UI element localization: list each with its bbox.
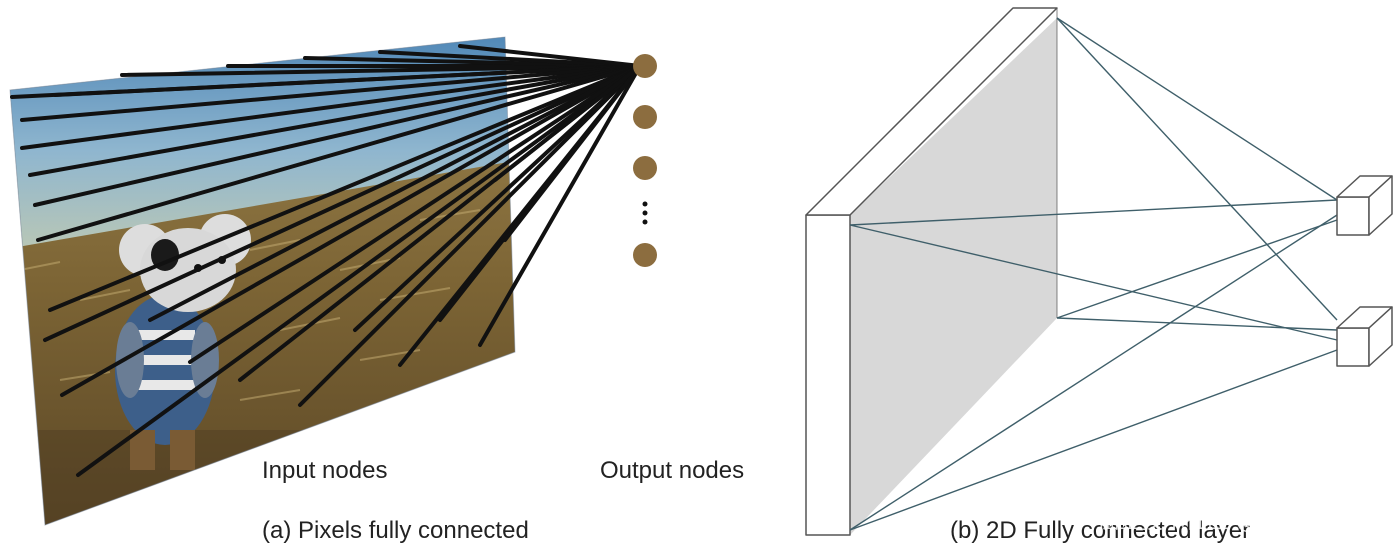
pixel-connection-line: [28, 64, 642, 177]
pixel-connection-line: [298, 64, 642, 407]
image-plane-outline: [9, 36, 516, 526]
output-ellipsis: [642, 201, 648, 225]
pixel-connection-lines: [10, 44, 642, 477]
pixel-connection-line: [48, 64, 642, 312]
caption-a: (a) Pixels fully connected: [262, 517, 529, 544]
watermark: 掘金技术社区 @ 布客飞龙: [1097, 509, 1353, 534]
output-nodes-label: Output nodes: [600, 457, 744, 484]
output-node: [633, 156, 657, 180]
slab-front-face: [805, 214, 851, 536]
panel-b: (b) 2D Fully connected layer: [805, 7, 1393, 544]
pixel-connection-line: [76, 64, 642, 477]
output-node-column: [633, 54, 657, 267]
pixel-connection-line: [503, 64, 642, 242]
output-node: [633, 54, 657, 78]
pixel-connection-line: [36, 64, 642, 242]
pixel-connection-line: [378, 50, 642, 68]
pixel-connection-line: [148, 64, 642, 322]
pixel-connection-line: [188, 64, 642, 364]
output-node: [633, 243, 657, 267]
pixel-connection-line: [353, 64, 642, 332]
pixel-connection-line: [493, 64, 642, 182]
pixel-connection-line: [478, 64, 642, 347]
fc-connection-lines: [849, 17, 1338, 531]
pixel-connection-line: [20, 64, 642, 150]
pixel-connection-line: [33, 64, 642, 207]
output-node: [633, 105, 657, 129]
pixel-connection-line: [20, 64, 642, 122]
caption-b: (b) 2D Fully connected layer: [950, 517, 1250, 544]
pixel-connection-line: [60, 64, 642, 397]
pixel-connection-line: [10, 64, 642, 99]
output-cube: [1336, 306, 1393, 367]
output-cube: [1336, 175, 1393, 236]
input-plane: [850, 18, 1057, 535]
pixel-connection-line: [458, 44, 642, 68]
input-nodes-label: Input nodes: [262, 457, 387, 484]
pixel-connection-line: [43, 64, 642, 342]
koala-toy: [115, 214, 251, 470]
panel-a: Input nodes Output nodes (a) Pixels full…: [9, 36, 744, 544]
